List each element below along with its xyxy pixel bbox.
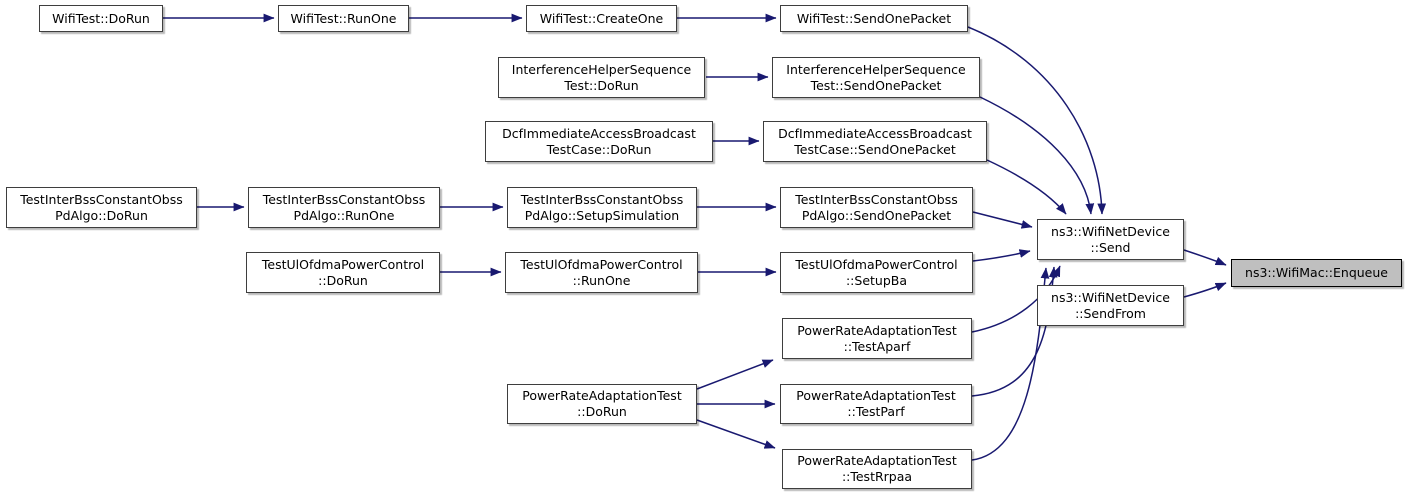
node-wifitest-runone[interactable]: WifiTest::RunOne <box>278 5 409 32</box>
node-label: DcfImmediateAccessBroadcast <box>778 125 972 141</box>
node-label: InterferenceHelperSequence <box>786 61 966 77</box>
node-testulofdmapowercontrol-setupba[interactable]: TestUlOfdmaPowerControl::SetupBa <box>780 252 973 293</box>
node-label: ::TestParf <box>847 404 905 419</box>
node-label: ns3::WifiNetDevice <box>1051 223 1170 239</box>
node-label: TestUlOfdmaPowerControl <box>520 256 683 272</box>
node-label: ::RunOne <box>572 272 631 288</box>
node-label: PdAlgo::SendOnePacket <box>801 207 952 223</box>
node-label: PdAlgo::DoRun <box>55 207 148 223</box>
node-label: PowerRateAdaptationTest <box>797 453 957 469</box>
edge-interbss-sendonepacket-to-wnd-send <box>972 211 1033 229</box>
node-label: ::TestAparf <box>843 338 911 354</box>
node-label: ::Send <box>1090 239 1131 255</box>
node-label: TestInterBssConstantObss <box>520 191 684 207</box>
node-wifitest-createone[interactable]: WifiTest::CreateOne <box>526 5 677 32</box>
edge-pra-dorun-to-pra-testrrpaa <box>696 419 776 449</box>
node-label: TestInterBssConstantObss <box>262 191 426 207</box>
node-label: WifiTest::CreateOne <box>539 10 664 26</box>
node-powerrateadaptationtest-dorun[interactable]: PowerRateAdaptationTest::DoRun <box>507 384 697 424</box>
node-powerrateadaptationtest-testaparf[interactable]: PowerRateAdaptationTest::TestAparf <box>782 318 972 359</box>
node-label: PdAlgo::RunOne <box>293 207 395 223</box>
edge-wnd-sendfrom-to-wifimac-enqueue <box>1183 282 1227 298</box>
node-ns3-wifinetdevice-send[interactable]: ns3::WifiNetDevice::Send <box>1037 219 1184 260</box>
node-label: DcfImmediateAccessBroadcast <box>502 125 696 141</box>
edge-wifitest-sendonepacket-to-wnd-send <box>967 26 1107 215</box>
node-testulofdmapowercontrol-runone[interactable]: TestUlOfdmaPowerControl::RunOne <box>505 252 698 293</box>
node-label: PdAlgo::SetupSimulation <box>524 207 680 223</box>
node-label: ::DoRun <box>577 404 627 419</box>
node-wifitest-sendonepacket[interactable]: WifiTest::SendOnePacket <box>780 5 968 32</box>
node-label: WifiTest::RunOne <box>290 10 397 26</box>
edge-pra-dorun-to-pra-testaparf <box>696 359 774 390</box>
node-label: TestInterBssConstantObss <box>795 191 958 207</box>
node-label: TestUlOfdmaPowerControl <box>795 256 958 272</box>
node-label: ::SetupBa <box>845 272 908 288</box>
node-label: TestCase::DoRun <box>546 141 652 157</box>
node-powerrateadaptationtest-testrrpaa[interactable]: PowerRateAdaptationTest::TestRrpaa <box>782 449 972 489</box>
node-powerrateadaptationtest-testparf[interactable]: PowerRateAdaptationTest::TestParf <box>780 384 972 424</box>
node-label: Test::SendOnePacket <box>810 77 942 93</box>
node-label: PowerRateAdaptationTest <box>522 388 682 404</box>
node-label: ::DoRun <box>318 272 368 288</box>
node-ns3-wifinetdevice-sendfrom[interactable]: ns3::WifiNetDevice::SendFrom <box>1037 285 1184 326</box>
node-label: PowerRateAdaptationTest <box>797 322 957 338</box>
node-label: TestUlOfdmaPowerControl <box>261 256 425 272</box>
node-label: InterferenceHelperSequence <box>511 61 692 77</box>
edge-wnd-send-to-wifimac-enqueue <box>1183 249 1227 266</box>
node-label: WifiTest::SendOnePacket <box>796 10 952 26</box>
node-ns3-wifimac-enqueue: ns3::WifiMac::Enqueue <box>1231 259 1402 287</box>
node-label: ns3::WifiMac::Enqueue <box>1245 265 1388 281</box>
node-label: ns3::WifiNetDevice <box>1051 289 1170 305</box>
node-label: PowerRateAdaptationTest <box>796 388 956 404</box>
node-testulofdmapowercontrol-dorun[interactable]: TestUlOfdmaPowerControl::DoRun <box>246 252 440 293</box>
edge-dcf-sendonepacket-to-wnd-send <box>986 159 1067 215</box>
node-label: TestInterBssConstantObss <box>20 191 183 207</box>
node-label: WifiTest::DoRun <box>52 10 150 26</box>
edge-pra-testrrpaa-to-wnd-send <box>971 267 1050 461</box>
node-wifitest-dorun[interactable]: WifiTest::DoRun <box>39 5 163 32</box>
edge-ulofdma-setupba-to-wnd-send <box>972 249 1031 262</box>
node-label: Test::DoRun <box>564 77 639 93</box>
edge-interference-sendonepacket-to-wnd-send <box>979 96 1095 215</box>
node-label: ::TestRrpaa <box>841 469 913 484</box>
node-label: ::SendFrom <box>1075 305 1146 321</box>
node-label: TestCase::SendOnePacket <box>794 141 956 157</box>
